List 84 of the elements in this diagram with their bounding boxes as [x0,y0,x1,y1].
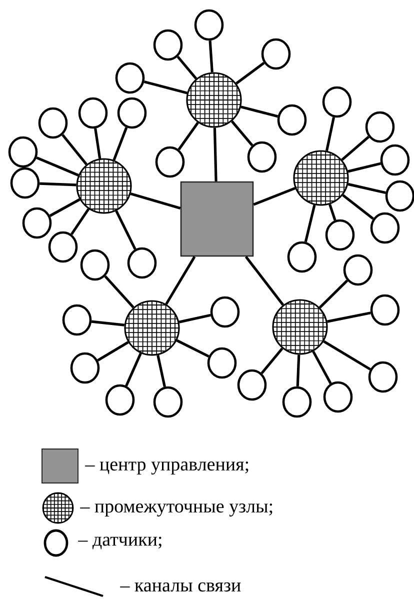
connection-line [327,312,371,323]
connection-line [348,182,386,194]
connection-line [62,134,88,166]
connection-line [312,350,332,384]
sensor-circle [22,207,52,239]
connection-line [304,204,316,242]
connection-line [348,162,382,173]
sensor-circle [153,386,183,418]
sensor-circle [370,212,400,244]
sensor-circle [62,304,92,336]
sensor-circle [325,219,355,251]
sensor-circle [277,104,307,136]
sensor-circle [117,97,147,129]
connection-line [213,128,218,182]
connection-line [323,340,371,370]
connection-line [236,62,265,84]
connection-line [178,122,199,150]
sensor-circle [115,62,145,94]
sensor-circle [78,97,108,129]
legend-text: – промежуточные узлы; [80,503,272,517]
hub-circle [186,72,242,128]
connection-line [341,136,370,161]
connection-line [70,208,90,236]
connection-line [230,120,254,146]
sensor-circle [380,144,410,176]
connection-line [260,348,284,374]
connection-line [208,40,214,72]
sensor-circle [261,38,291,70]
connection-line [328,204,336,221]
sensor-circle [8,136,38,168]
sensor-circle [370,294,400,326]
sensor-circle [368,361,398,393]
connection-line [94,128,102,159]
box-node [180,181,254,257]
connection-line [176,56,198,80]
connection-line [97,341,129,362]
connection-line [176,339,210,358]
connection-line [36,156,79,176]
sensor-circle [365,111,395,143]
sensor-circle [287,241,317,273]
connection-line [244,256,284,306]
sensor-circle [48,231,78,263]
sensor-circle [210,296,240,328]
connection-line [325,117,336,152]
sensor-circle [343,254,373,286]
sensor-circle [323,381,353,413]
sensor-circle [80,249,110,281]
connection-line [318,280,348,308]
sensor-circle [10,167,40,199]
hub-circle [293,150,349,206]
connection-line [178,314,211,324]
sensor-circle [155,146,185,178]
sensor-circle [194,9,224,41]
connection-line [104,275,134,308]
connection-line [240,106,278,118]
sensor-circle [153,29,183,61]
sensor-circle [127,247,157,279]
legend-text: – каналы связи [120,582,241,592]
sensor-circle [322,86,352,118]
sensor-circle [70,352,100,384]
sensor-circle [105,384,135,416]
connection-line [125,352,142,386]
connection-line [253,187,296,206]
sensor-circle [237,369,267,401]
sensor-circle [207,347,237,379]
hub-circle [272,299,328,355]
sensor-circle [247,141,277,173]
connection-line [112,127,128,161]
connection-line [165,256,196,305]
connection-line [91,320,124,326]
legend-text: – центр управления; [85,461,248,475]
connection-line [49,198,80,217]
connection-line [144,80,188,94]
connection-line [115,210,136,250]
legend-text: – датчики; [78,536,162,550]
sensor-circle [282,386,312,418]
hub-circle [76,158,132,214]
connection-line [342,194,374,220]
hub-circle [124,300,180,356]
connection-line [156,354,166,388]
connection-line [130,192,181,210]
connection-line [40,182,76,186]
sensor-circle [38,107,68,139]
connection-line [296,354,300,386]
